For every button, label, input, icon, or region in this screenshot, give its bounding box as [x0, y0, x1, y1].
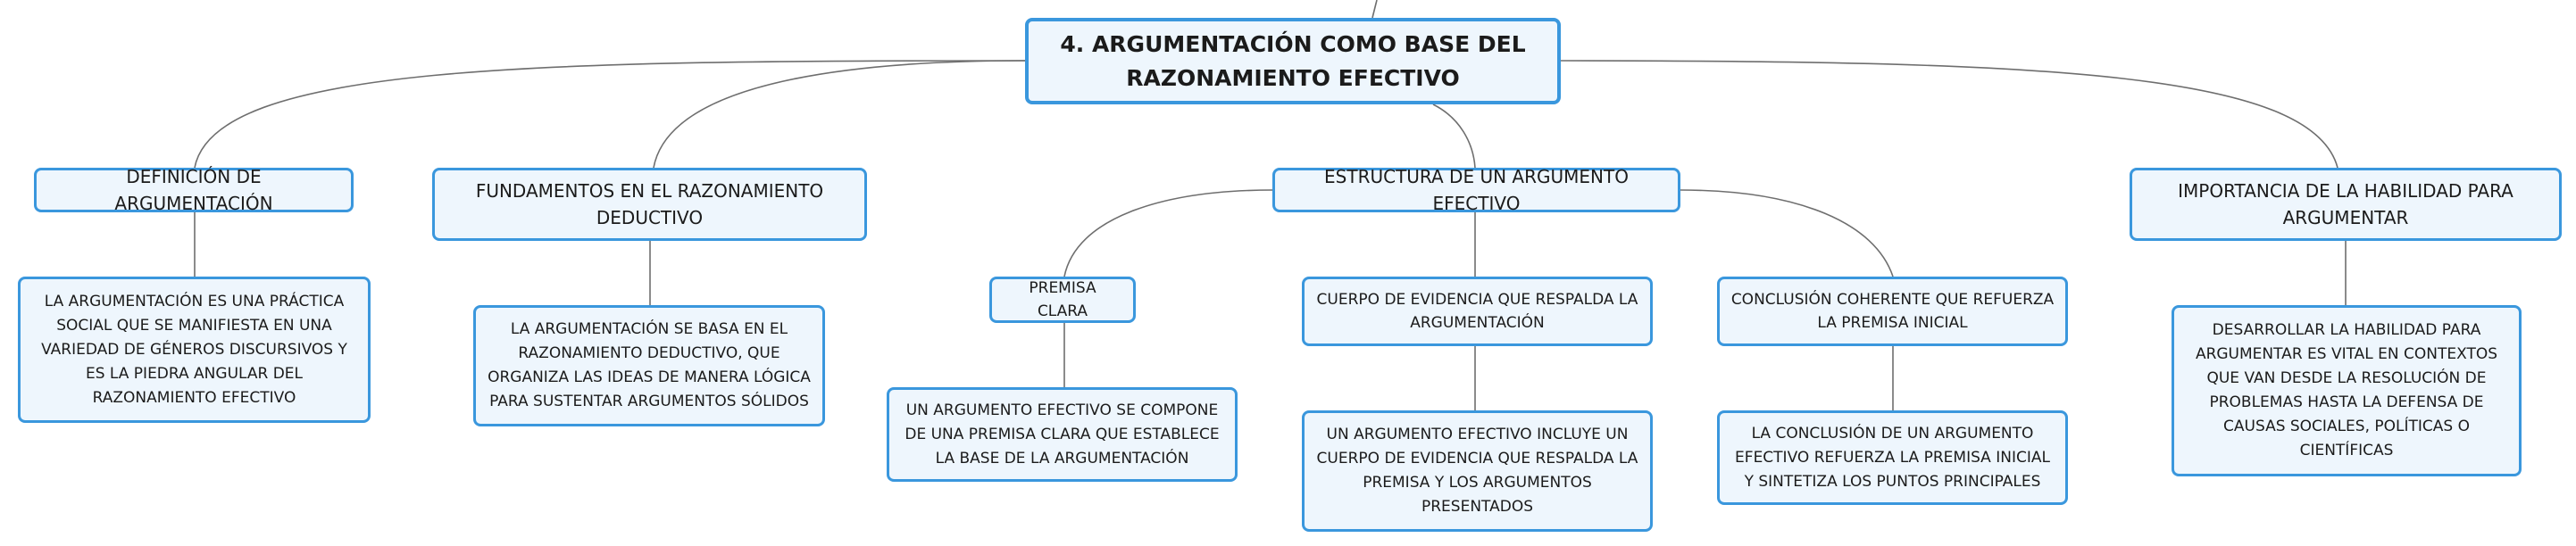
detail-premisa[interactable]: UN ARGUMENTO EFECTIVO SE COMPONE DE UNA …	[887, 387, 1238, 482]
detail-cuerpo[interactable]: UN ARGUMENTO EFECTIVO INCLUYE UN CUERPO …	[1302, 410, 1653, 532]
topic-estructura[interactable]: ESTRUCTURA DE UN ARGUMENTO EFECTIVO	[1272, 166, 1680, 214]
topic-label: IMPORTANCIA DE LA HABILIDAD PARA ARGUMEN…	[2178, 180, 2513, 228]
subtopic-cuerpo[interactable]: CUERPO DE EVIDENCIA QUE RESPALDA LA ARGU…	[1302, 277, 1653, 346]
connector-root-fundamentos	[653, 60, 1026, 169]
topic-label: FUNDAMENTOS EN EL RAZONAMIENTO DEDUCTIVO	[475, 180, 824, 228]
subtopic-label: PREMISA CLARA	[1029, 279, 1096, 320]
detail-text: LA ARGUMENTACIÓN ES UNA PRÁCTICA SOCIAL …	[41, 292, 347, 407]
detail-conclusion[interactable]: LA CONCLUSIÓN DE UN ARGUMENTO EFECTIVO R…	[1717, 410, 2068, 505]
connector-root-importancia	[1560, 60, 2338, 169]
detail-text: LA CONCLUSIÓN DE UN ARGUMENTO EFECTIVO R…	[1735, 424, 2050, 491]
topic-importancia[interactable]: IMPORTANCIA DE LA HABILIDAD PARA ARGUMEN…	[2130, 168, 2562, 241]
connector-estructura-conclusion	[1680, 189, 1894, 277]
topic-fundamentos[interactable]: FUNDAMENTOS EN EL RAZONAMIENTO DEDUCTIVO	[432, 168, 867, 241]
topic-definicion[interactable]: DEFINICIÓN DE ARGUMENTACIÓN	[34, 166, 354, 214]
connector-parent	[1371, 0, 1378, 19]
detail-definicion[interactable]: LA ARGUMENTACIÓN ES UNA PRÁCTICA SOCIAL …	[18, 277, 371, 423]
detail-fundamentos[interactable]: LA ARGUMENTACIÓN SE BASA EN EL RAZONAMIE…	[473, 305, 825, 426]
subtopic-label: CUERPO DE EVIDENCIA QUE RESPALDA LA ARGU…	[1316, 291, 1638, 332]
root-topic[interactable]: 4. ARGUMENTACIÓN COMO BASE DEL RAZONAMIE…	[1025, 18, 1561, 104]
topic-label: ESTRUCTURA DE UN ARGUMENTO EFECTIVO	[1324, 166, 1629, 214]
detail-text: UN ARGUMENTO EFECTIVO SE COMPONE DE UNA …	[905, 401, 1220, 467]
connector-root-estructura	[1432, 103, 1476, 169]
detail-importancia[interactable]: DESARROLLAR LA HABILIDAD PARA ARGUMENTAR…	[2172, 305, 2522, 476]
subtopic-premisa[interactable]: PREMISA CLARA	[989, 277, 1136, 323]
detail-text: LA ARGUMENTACIÓN SE BASA EN EL RAZONAMIE…	[488, 320, 811, 410]
detail-text: DESARROLLAR LA HABILIDAD PARA ARGUMENTAR…	[2195, 321, 2498, 459]
detail-text: UN ARGUMENTO EFECTIVO INCLUYE UN CUERPO …	[1316, 426, 1638, 516]
connector-estructura-premisa	[1063, 189, 1273, 277]
root-topic-label: 4. ARGUMENTACIÓN COMO BASE DEL RAZONAMIE…	[1060, 30, 1526, 91]
subtopic-conclusion[interactable]: CONCLUSIÓN COHERENTE QUE REFUERZA LA PRE…	[1717, 277, 2068, 346]
subtopic-label: CONCLUSIÓN COHERENTE QUE REFUERZA LA PRE…	[1730, 291, 2055, 332]
connector-root-definicion	[194, 60, 1026, 169]
topic-label: DEFINICIÓN DE ARGUMENTACIÓN	[114, 166, 273, 214]
